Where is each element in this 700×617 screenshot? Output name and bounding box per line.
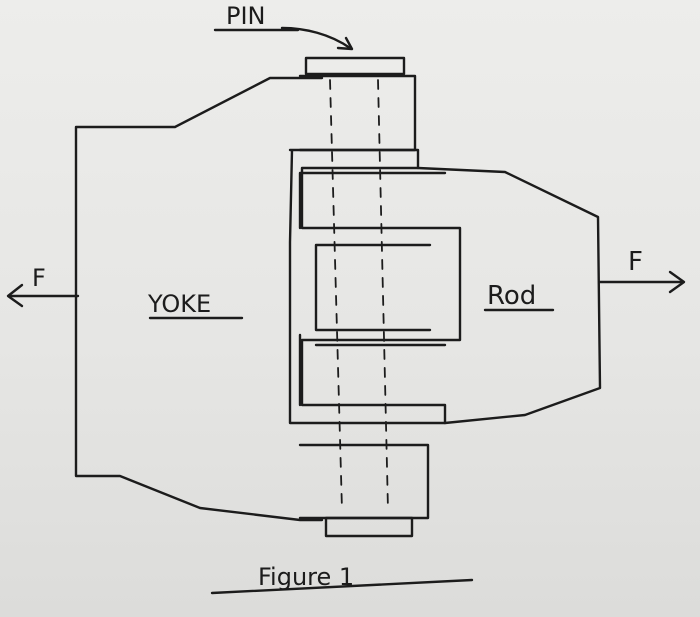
rod-eye [298, 171, 447, 407]
pin-block-bottom [298, 443, 430, 520]
pin-head-top [304, 56, 406, 76]
pin-label: PIN [226, 2, 266, 30]
yoke-label: YOKE [147, 290, 211, 318]
rod-label: Rod [487, 281, 536, 311]
figure-caption: Figure 1 [258, 563, 354, 591]
rod-outline [416, 166, 602, 425]
pin-centerline-right [377, 79, 389, 511]
arrowhead-right [668, 270, 686, 294]
pin-block-top [298, 74, 417, 152]
yoke-outline [74, 76, 324, 522]
force-label-left: F [32, 264, 46, 292]
caption-underline [210, 578, 474, 595]
yoke-fork-plates [288, 148, 462, 425]
arrowhead-left [6, 283, 24, 308]
force-label-right: F [628, 247, 643, 277]
pin-pointer-arrow [280, 26, 352, 50]
pin-centerline-left [329, 79, 343, 511]
pin-head-bottom [324, 516, 414, 538]
pin-pointer-arrowhead [336, 36, 354, 51]
